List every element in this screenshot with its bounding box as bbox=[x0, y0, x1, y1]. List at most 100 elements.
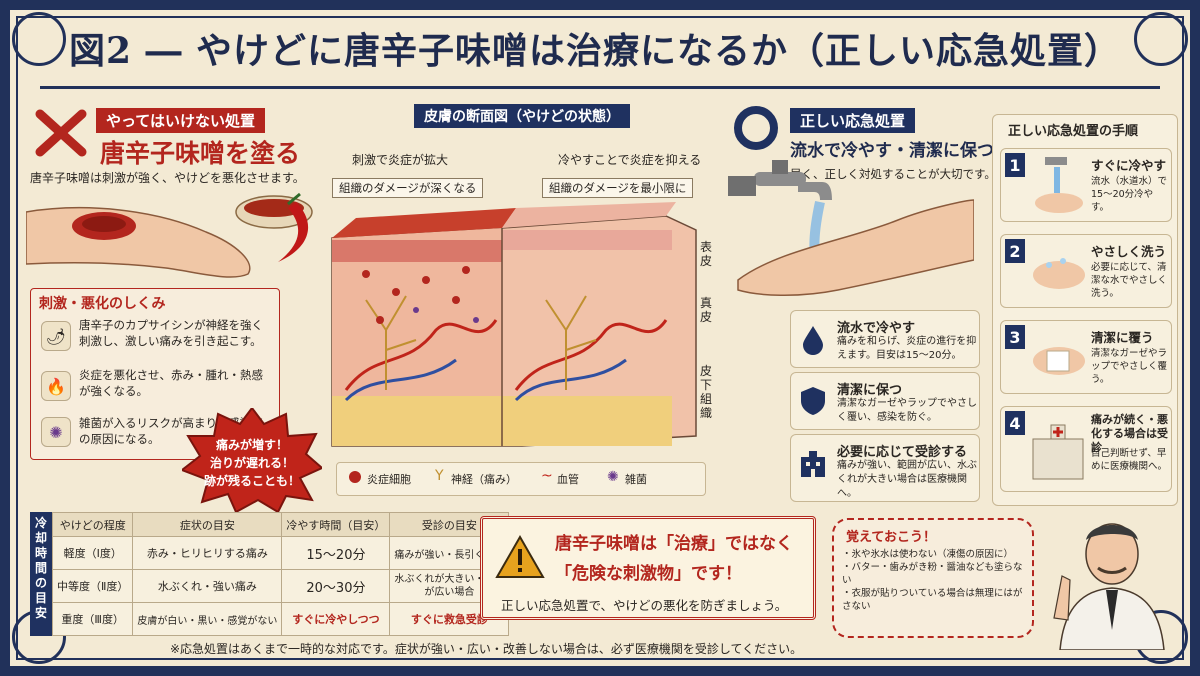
layer-subcutaneous: 皮下組織 bbox=[700, 364, 713, 420]
layer-dermis: 真皮 bbox=[700, 296, 713, 324]
hospital-icon bbox=[801, 451, 825, 477]
faucet-hand-illustration bbox=[728, 160, 974, 297]
mechanism-title: 刺激・悪化のしくみ bbox=[39, 296, 166, 312]
germ-icon: ✺ bbox=[41, 417, 71, 447]
corner-ornament bbox=[1134, 12, 1188, 66]
duration-cell: すぐに冷やしつつ bbox=[281, 602, 391, 636]
step-title: 痛みが続く・悪化する場合は受診 bbox=[1091, 413, 1168, 454]
warning-subtext: 正しい応急処置で、やけどの悪化を防ぎましょう。 bbox=[501, 598, 788, 613]
severity-cell: 軽度（Ⅰ度） bbox=[51, 536, 134, 570]
footnote: ※応急処置はあくまで一時的な対応です。症状が強い・広い・改善しない場合は、必ず医… bbox=[170, 642, 803, 656]
guide-side-label: 冷却時間の目安 bbox=[30, 512, 52, 636]
burst-line-1: 痛みが増す！ bbox=[215, 438, 288, 452]
do-heading: 流水で冷やす・清潔に保つ bbox=[790, 141, 994, 161]
info-card-clean: 清潔に保つ 清潔なガーゼやラップでやさしく覆い、感染を防ぐ。 bbox=[790, 372, 980, 430]
do-tag: 正しい応急処置 bbox=[790, 108, 916, 133]
burst-text: 痛みが増す！ 治りが遅れる！ 跡が残ることも！ bbox=[196, 436, 308, 490]
column-header: 冷やす時間（目安） bbox=[281, 512, 391, 537]
legend-label-2: 神経（痛み） bbox=[451, 473, 517, 486]
step-text: 必要に応じて、清潔な水でやさしく洗う。 bbox=[1091, 262, 1168, 299]
mechanism-text-2: 炎症を悪化させ、赤み・腫れ・熱感が強くなる。 bbox=[79, 368, 263, 398]
shield-icon bbox=[801, 387, 825, 415]
step-number: 3 bbox=[1005, 325, 1025, 349]
legend-label-3: 血管 bbox=[557, 473, 579, 486]
warning-line-1: 唐辛子味噌は「治療」ではなく bbox=[555, 534, 793, 554]
severity-cell: 重度（Ⅲ度） bbox=[51, 602, 134, 636]
step-text: 自己判断せず、早めに医療機関へ。 bbox=[1091, 448, 1168, 472]
title-divider bbox=[40, 86, 1160, 89]
memo-item: ・バター・歯みがき粉・醤油なども塗らない bbox=[842, 562, 1023, 586]
cooling-guide-table: やけどの程度 症状の目安 冷やす時間（目安） 受診の目安 軽度（Ⅰ度） 赤み・ヒ… bbox=[51, 512, 510, 636]
warning-burst bbox=[182, 408, 322, 512]
mechanism-text-1: 唐辛子のカプサイシンが神経を強く刺激し、激しい痛みを引き起こす。 bbox=[79, 318, 263, 348]
step-title: すぐに冷やす bbox=[1091, 158, 1167, 173]
step-1: 1 すぐに冷やす 流水（水道水）で15〜20分冷やす。 bbox=[1000, 148, 1172, 222]
bacteria-icon: ✺ bbox=[607, 469, 619, 485]
dont-tag: やってはいけない処置 bbox=[96, 108, 265, 133]
legend: 炎症細胞 Y 神経（痛み） ~ 血管 ✺ 雑菌 bbox=[336, 462, 706, 496]
info-card-title: 流水で冷やす bbox=[837, 321, 916, 336]
chili-icon: 🌶 bbox=[41, 321, 71, 351]
layer-epidermis: 表皮 bbox=[700, 240, 713, 268]
circle-mark-icon bbox=[734, 106, 778, 150]
doctor-illustration bbox=[1053, 523, 1165, 650]
left-note: 組織のダメージが深くなる bbox=[332, 178, 484, 198]
burst-line-2: 治りが遅れる！ bbox=[209, 456, 294, 470]
info-card-cool: 流水で冷やす 痛みを和らげ、炎症の進行を抑えます。目安は15〜20分。 bbox=[790, 310, 980, 368]
info-card-text: 清潔なガーゼやラップでやさしく覆い、感染を防ぐ。 bbox=[837, 398, 977, 423]
legend-label-4: 雑菌 bbox=[625, 473, 647, 486]
step-title: やさしく洗う bbox=[1091, 244, 1167, 259]
page-title: 図2 ― やけどに唐辛子味噌は治療になるか（正しい応急処置） bbox=[68, 30, 1122, 72]
severity-cell: 中等度（Ⅱ度） bbox=[51, 569, 134, 603]
washing-step-icon bbox=[1033, 258, 1085, 289]
memo-list: ・氷や氷水は使わない（凍傷の原因に） ・バター・歯みがき粉・醤油なども塗らない … bbox=[842, 548, 1030, 613]
memo-bubble: 覚えておこう！ ・氷や氷水は使わない（凍傷の原因に） ・バター・歯みがき粉・醤油… bbox=[832, 518, 1034, 638]
info-card-hospital: 必要に応じて受診する 痛みが強い、範囲が広い、水ぶくれが大きい場合は医療機関へ。 bbox=[790, 434, 980, 502]
info-card-title: 必要に応じて受診する bbox=[837, 445, 968, 460]
table-row: 軽度（Ⅰ度） 赤み・ヒリヒリする痛み 15〜20分 痛みが強い・長引く場合 bbox=[51, 536, 510, 570]
burned-hand-illustration bbox=[26, 192, 313, 278]
do-description: 早く、正しく対処することが大切です。 bbox=[790, 167, 996, 181]
skin-cross-section bbox=[331, 202, 697, 447]
cross-section-tag: 皮膚の断面図（やけどの状態） bbox=[414, 104, 630, 128]
nerve-icon: Y bbox=[435, 468, 444, 484]
mechanism-box: 刺激・悪化のしくみ 🌶 唐辛子のカプサイシンが神経を強く刺激し、激しい痛みを引き… bbox=[30, 288, 280, 460]
corner-ornament bbox=[12, 12, 66, 66]
steps-title: 正しい応急処置の手順 bbox=[1008, 124, 1139, 139]
info-card-text: 痛みが強い、範囲が広い、水ぶくれが大きい場合は医療機関へ。 bbox=[837, 460, 977, 499]
symptom-cell: 皮膚が白い・黒い・感覚がない bbox=[132, 602, 283, 636]
hospital-step-icon bbox=[1032, 424, 1084, 480]
memo-item: ・衣服が貼りついている場合は無理にはがさない bbox=[842, 588, 1023, 612]
step-number: 1 bbox=[1005, 153, 1025, 177]
table-row: 重度（Ⅲ度） 皮膚が白い・黒い・感覚がない すぐに冷やしつつ すぐに救急受診 bbox=[51, 602, 510, 636]
symptom-cell: 水ぶくれ・強い痛み bbox=[132, 569, 283, 603]
bandage-step-icon bbox=[1033, 347, 1085, 375]
info-card-text: 痛みを和らげ、炎症の進行を抑えます。目安は15〜20分。 bbox=[837, 336, 977, 361]
step-number: 4 bbox=[1005, 411, 1025, 435]
info-card-title: 清潔に保つ bbox=[837, 383, 903, 398]
right-caption: 冷やすことで炎症を抑える bbox=[558, 153, 702, 167]
step-4: 4 痛みが続く・悪化する場合は受診 自己判断せず、早めに医療機関へ。 bbox=[1000, 406, 1172, 492]
duration-cell: 15〜20分 bbox=[281, 536, 391, 570]
step-number: 2 bbox=[1005, 239, 1025, 263]
inflammatory-cell-icon bbox=[349, 471, 361, 483]
left-caption: 刺激で炎症が拡大 bbox=[352, 153, 449, 167]
blood-vessel-icon: ~ bbox=[541, 468, 553, 484]
memo-title: 覚えておこう！ bbox=[846, 530, 936, 545]
dont-heading: 唐辛子味噌を塗る bbox=[100, 139, 301, 168]
cross-mark-icon bbox=[35, 109, 87, 157]
duration-cell: 20〜30分 bbox=[281, 569, 391, 603]
column-header: やけどの程度 bbox=[51, 512, 134, 537]
warning-line-2: 「危険な刺激物」です！ bbox=[555, 564, 742, 584]
memo-item: ・氷や氷水は使わない（凍傷の原因に） bbox=[842, 549, 1014, 560]
burst-line-3: 跡が残ることも！ bbox=[203, 474, 300, 488]
symptom-cell: 赤み・ヒリヒリする痛み bbox=[132, 536, 283, 570]
warning-icon bbox=[495, 535, 545, 578]
step-text: 清潔なガーゼやラップでやさしく覆う。 bbox=[1091, 348, 1168, 385]
table-header-row: やけどの程度 症状の目安 冷やす時間（目安） 受診の目安 bbox=[51, 512, 510, 537]
cooling-step-icon bbox=[1035, 157, 1083, 213]
table-row: 中等度（Ⅱ度） 水ぶくれ・強い痛み 20〜30分 水ぶくれが大きい・範囲が広い場… bbox=[51, 569, 510, 603]
flame-icon: 🔥 bbox=[41, 371, 71, 401]
right-note: 組織のダメージを最小限に bbox=[542, 178, 694, 198]
step-title: 清潔に覆う bbox=[1091, 330, 1154, 345]
